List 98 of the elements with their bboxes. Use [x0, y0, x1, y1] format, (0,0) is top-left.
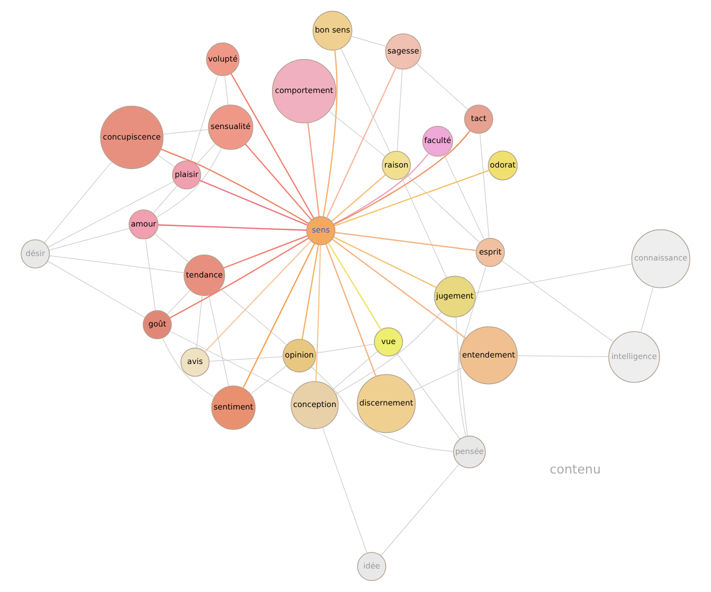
connector [326, 67, 396, 218]
node-circle: sens [306, 216, 336, 246]
connector [480, 133, 490, 238]
connector [48, 181, 174, 248]
node-circle: conception [290, 381, 339, 430]
connector [196, 295, 202, 348]
node-circle: jugement [434, 276, 476, 318]
connector [350, 36, 387, 47]
connector [47, 260, 146, 318]
node-circle: opinion [282, 338, 316, 372]
connector [333, 236, 437, 288]
node-circle: idée [357, 552, 386, 582]
node-circle: discernement [356, 374, 416, 434]
connector [162, 129, 209, 134]
node-circle: tact [464, 104, 494, 134]
connector [332, 350, 378, 390]
connector [444, 154, 484, 240]
node-circle: entendement [460, 326, 518, 384]
connector [402, 178, 447, 278]
connector [307, 122, 320, 217]
node-circle: sagesse [385, 33, 422, 70]
connector [328, 242, 382, 330]
node-circle: raison [382, 150, 411, 180]
connector [157, 154, 176, 168]
connector [49, 255, 185, 274]
connector [230, 73, 314, 219]
connector [316, 344, 375, 354]
connector [250, 366, 287, 394]
node-circle: avis [180, 348, 210, 377]
connector [458, 266, 486, 437]
node-circle: faculté [422, 126, 454, 157]
connector [333, 130, 471, 226]
connector [224, 75, 228, 106]
connector [322, 427, 368, 554]
connector [334, 170, 490, 226]
connector [325, 244, 376, 376]
connector [456, 317, 468, 436]
label: contenu [550, 462, 601, 477]
connector [332, 238, 466, 339]
connector [209, 356, 284, 362]
node-circle: vue [374, 327, 403, 356]
connector [244, 144, 312, 220]
connector [475, 264, 633, 294]
node-circle: tendance [184, 254, 226, 296]
connector [154, 233, 190, 263]
connector [322, 50, 338, 217]
connector [204, 240, 312, 352]
connector [396, 353, 460, 440]
connector [220, 288, 287, 346]
connector [396, 68, 403, 152]
connector [44, 161, 112, 244]
connector [315, 244, 322, 382]
node-circle: esprit [476, 238, 505, 267]
connector [145, 238, 156, 311]
connector [335, 312, 442, 394]
connector [412, 367, 464, 392]
node-circle: sentiment [211, 385, 256, 430]
connector [169, 238, 309, 319]
connector [416, 63, 468, 110]
connector [158, 224, 307, 231]
connector [208, 294, 229, 387]
connector [334, 232, 476, 252]
connector [242, 243, 316, 388]
node-circle: odorat [488, 150, 518, 180]
connector [640, 286, 654, 333]
node-circle: concupiscence [100, 106, 164, 170]
connector [160, 148, 309, 224]
connector [166, 290, 191, 315]
connector [190, 74, 218, 162]
connector [328, 110, 386, 157]
connector [331, 174, 386, 222]
node-circle: plaisir [172, 160, 202, 190]
connector [223, 235, 308, 269]
connector [340, 48, 391, 153]
connector [48, 228, 130, 250]
connector [380, 464, 460, 556]
connector [162, 338, 214, 398]
connector [156, 148, 222, 218]
node-circle: amour [128, 210, 158, 240]
node-circle: connaissance [631, 229, 690, 288]
node-circle: pensée [453, 436, 486, 468]
connector [517, 355, 610, 358]
connector [502, 260, 614, 342]
connector [199, 180, 308, 226]
connector [406, 174, 480, 244]
connector [311, 366, 454, 452]
node-circle: sensualité [208, 104, 254, 150]
node-circle: goût [142, 310, 172, 340]
connector [333, 153, 429, 225]
node-circle: intelligence [608, 331, 660, 383]
connector [152, 186, 178, 214]
node-circle: comportement [272, 59, 336, 124]
node-circle: volupté [206, 42, 240, 76]
connector [196, 143, 216, 165]
connector [302, 244, 320, 340]
node-circle: bon sens [312, 10, 352, 51]
connector [170, 330, 294, 395]
node-circle: désir [20, 239, 50, 268]
